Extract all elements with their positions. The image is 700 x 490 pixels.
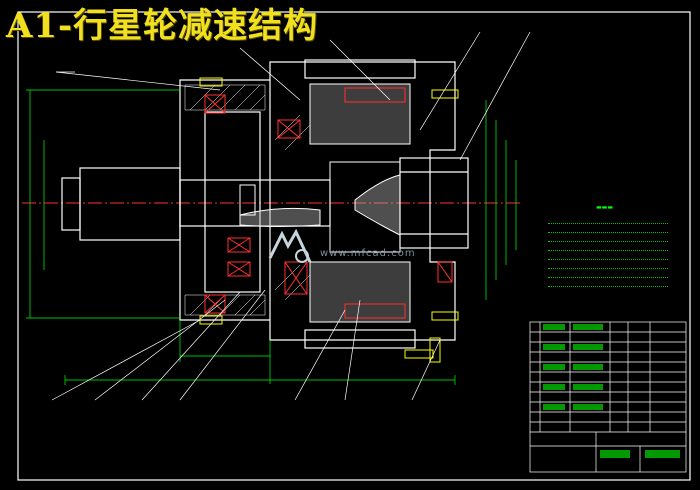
note-line [548,216,668,224]
note-line [548,252,668,260]
drawing-title: A1-行星轮减速结构 [6,6,319,46]
gear-sections [239,83,411,323]
note-line [548,279,668,287]
housing [179,59,456,349]
note-line [548,270,668,278]
bearings [204,87,453,319]
dimensions [26,89,517,385]
technical-notes [548,216,668,288]
housing-hatch [184,84,311,316]
note-line [548,234,668,242]
site-logo-icon [268,228,312,263]
watermark: www.mfcad.com [320,248,416,259]
parts-table-cells [543,324,680,458]
leader-lines [51,31,531,401]
parts-table [529,321,687,473]
sheet-border [17,11,691,481]
note-line [548,261,668,269]
technical-notes-heading: ▬▬▬ [596,204,614,211]
note-line [548,225,668,233]
note-line [548,243,668,251]
output-hub [399,157,469,249]
